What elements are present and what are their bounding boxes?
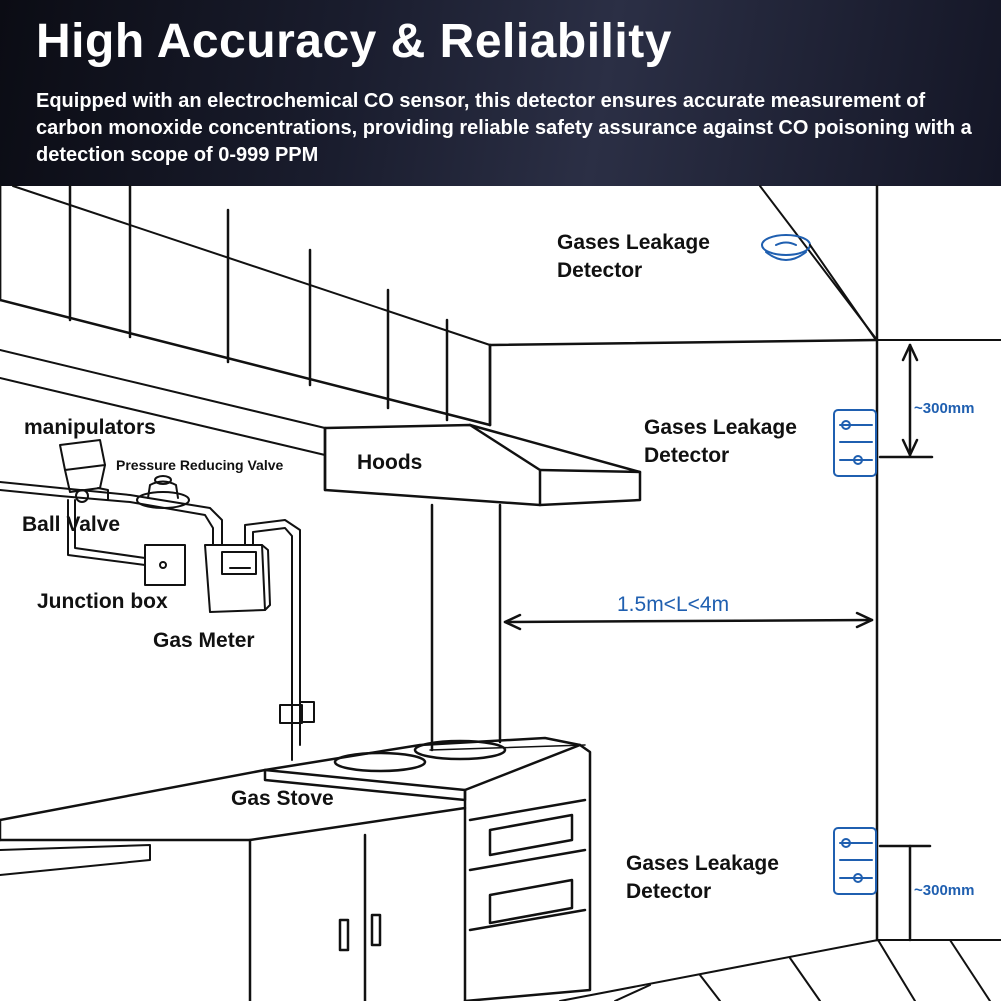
- gas-meter: [204, 544, 271, 613]
- ceiling-detector: [761, 234, 811, 261]
- label-ball-valve: Ball Valve: [22, 513, 121, 536]
- label-line: Gases Leakage: [644, 416, 797, 439]
- ceiling-corner-line: [759, 185, 1001, 341]
- label-line: Detector: [557, 259, 643, 282]
- label-line: Detector: [644, 444, 730, 467]
- label-gas-meter: Gas Meter: [153, 629, 255, 652]
- floor-tiles: [559, 939, 1001, 1001]
- label-detector-lower: Gases Leakage Detector: [626, 850, 779, 906]
- label-junction-box: Junction box: [37, 590, 168, 613]
- label-line: Gases Leakage: [626, 852, 779, 875]
- back-wall-top: [488, 338, 879, 347]
- page-description: Equipped with an electrochemical CO sens…: [36, 90, 972, 166]
- pressure-reducing-valve: [136, 475, 190, 509]
- height-marker-lower: [878, 844, 932, 942]
- label-height-lower: ~300mm: [914, 882, 975, 899]
- label-detector-ceiling: Gases Leakage Detector: [557, 229, 710, 285]
- label-line: Detector: [626, 880, 712, 903]
- distance-arrow: [503, 611, 874, 631]
- wall-detector-upper: [833, 409, 877, 477]
- label-pressure-reducing-valve: Pressure Reducing Valve: [116, 457, 284, 473]
- wall-detector-lower: [833, 827, 877, 895]
- gas-stove-unit: [263, 736, 592, 1001]
- label-height-upper: ~300mm: [914, 400, 975, 417]
- label-hoods: Hoods: [357, 451, 423, 474]
- counter-cabinets: [0, 768, 467, 1001]
- range-hood: [0, 349, 642, 507]
- label-gas-stove: Gas Stove: [231, 787, 334, 810]
- page-title: High Accuracy & Reliability: [36, 15, 672, 68]
- header-banner: High Accuracy & Reliability Equipped wit…: [0, 0, 1001, 186]
- height-arrow-upper: [878, 343, 934, 459]
- label-detector-upper: Gases Leakage Detector: [644, 414, 797, 470]
- junction-box: [144, 544, 186, 586]
- label-manipulators: manipulators: [24, 416, 156, 439]
- label-line: Gases Leakage: [557, 231, 710, 254]
- pillar: [430, 503, 502, 752]
- ball-valve-assembly: [59, 439, 109, 503]
- pipe-clamp: [279, 701, 315, 724]
- label-distance: 1.5m<L<4m: [617, 593, 730, 616]
- upper-cabinets: [0, 184, 492, 427]
